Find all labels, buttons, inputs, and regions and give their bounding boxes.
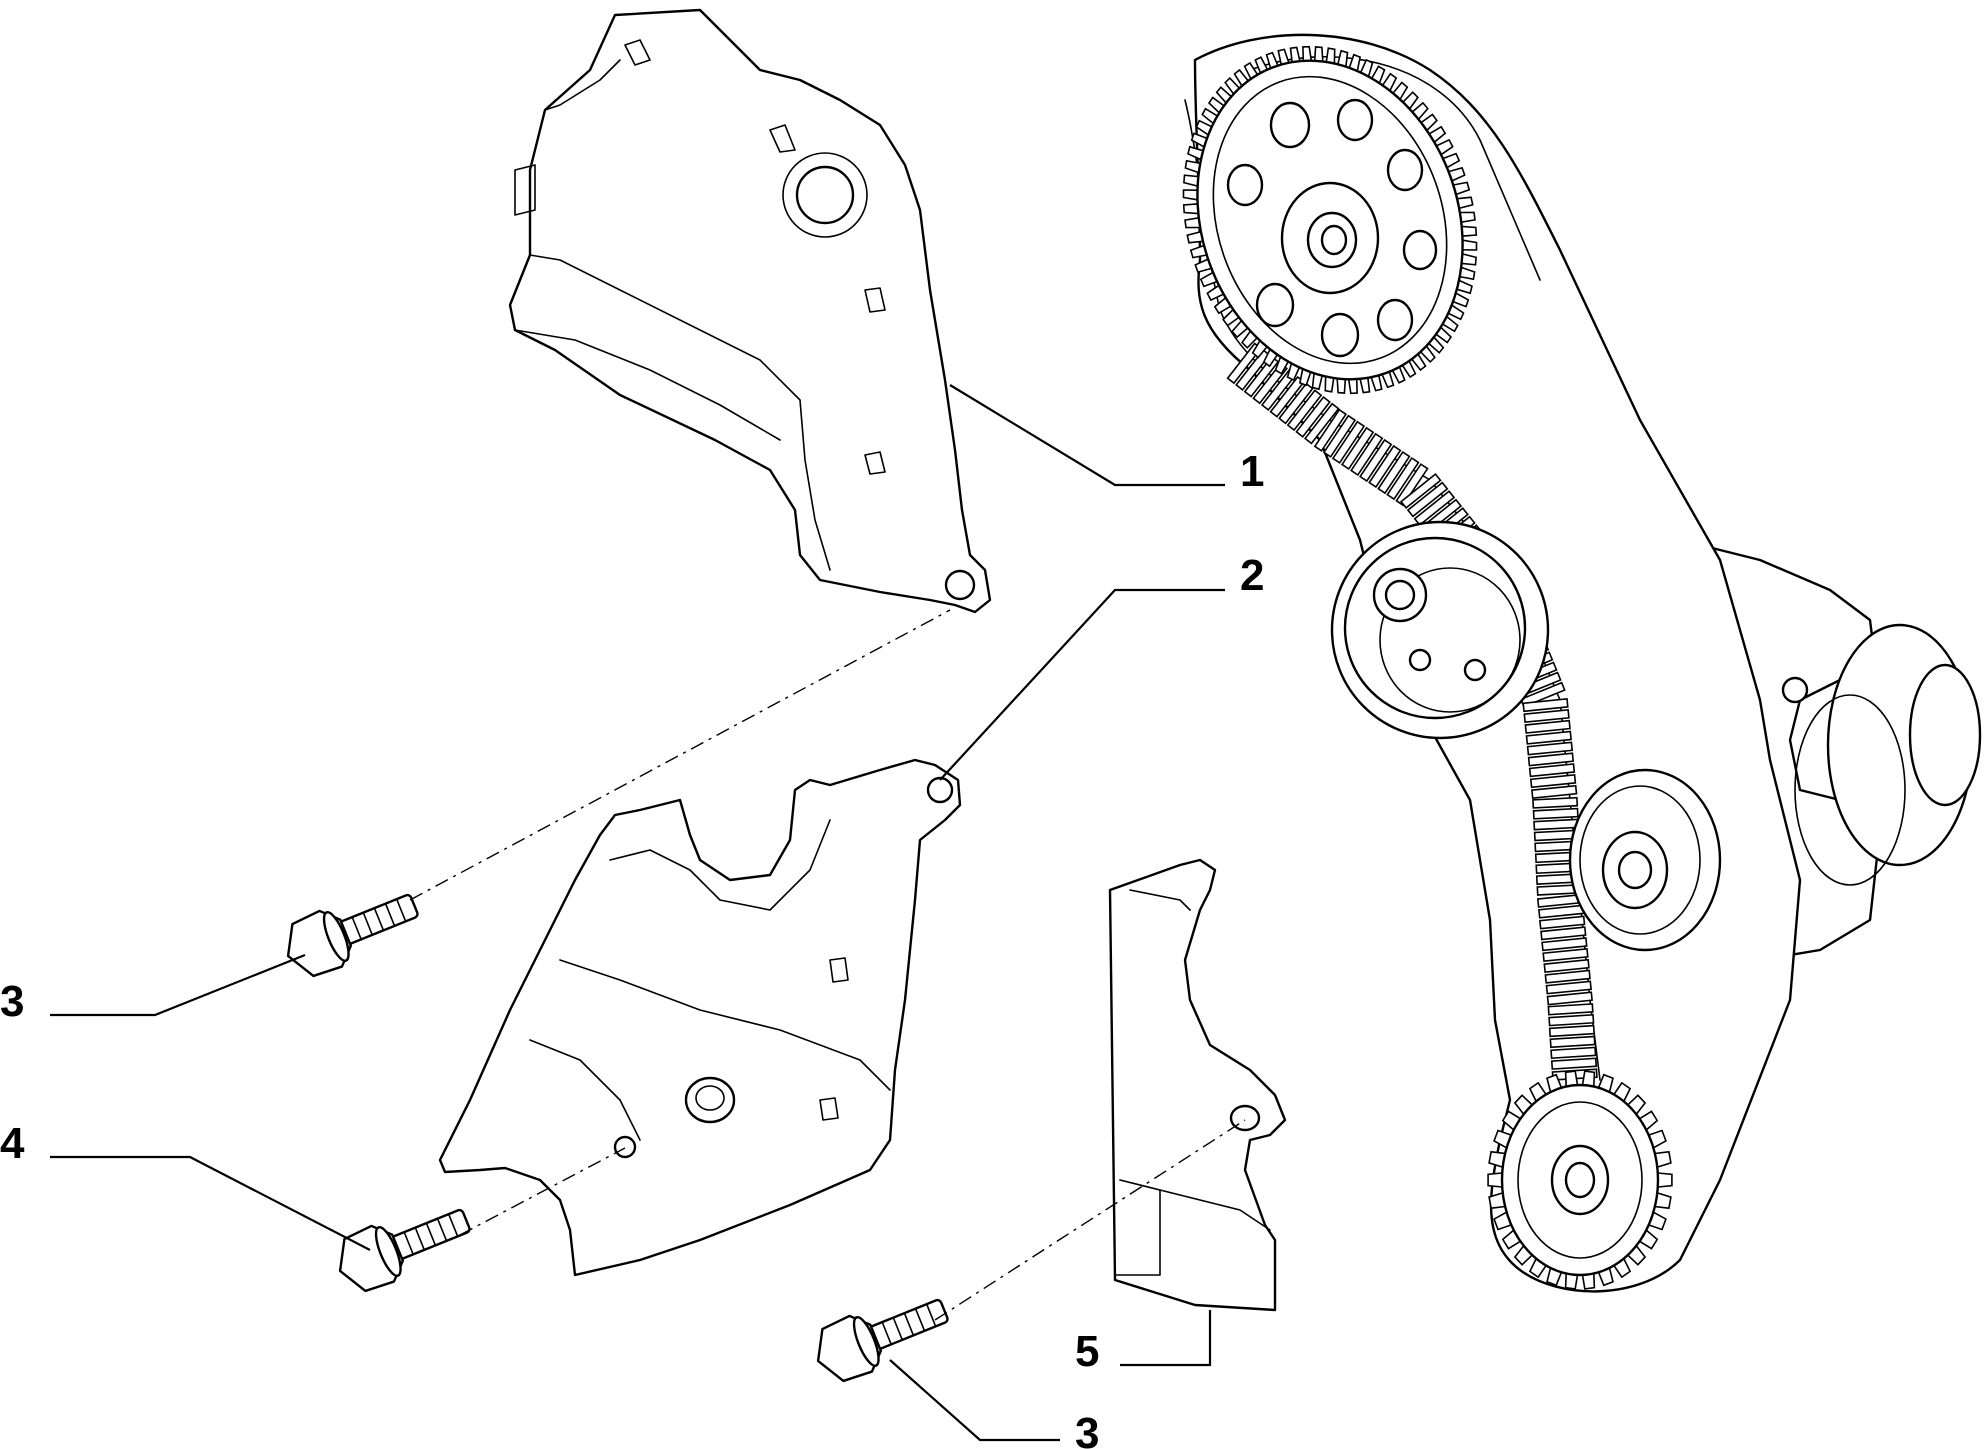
belt-tooth — [1304, 402, 1340, 445]
callout-4: 4 — [0, 1119, 25, 1168]
belt-tooth — [1377, 450, 1411, 495]
timing-belt-assembly — [1182, 33, 1982, 1293]
callout-3-lower: 3 — [1075, 1409, 1099, 1449]
camshaft-sprocket — [1182, 45, 1478, 395]
belt-tensioner — [1330, 520, 1550, 740]
camshaft-sprocket-tooth — [1461, 239, 1478, 251]
lower-timing-cover — [438, 758, 962, 1277]
leader-5 — [1120, 1310, 1212, 1367]
belt-tooth — [1532, 796, 1579, 809]
belt-tooth — [1529, 774, 1577, 789]
camshaft-sprocket-tooth — [1182, 203, 1200, 215]
belt-tooth — [1542, 947, 1589, 963]
belt-tooth — [1541, 937, 1588, 952]
belt-tooth — [1527, 752, 1575, 767]
belt-tooth — [1331, 420, 1366, 464]
belt-tooth — [1533, 818, 1580, 831]
leader-4 — [50, 1155, 371, 1251]
belt-tooth — [1550, 1046, 1597, 1060]
belt-tooth — [1528, 763, 1576, 778]
camshaft-sprocket-tooth — [1183, 174, 1200, 188]
belt-tooth — [1548, 1013, 1595, 1027]
belt-tooth — [1322, 414, 1357, 458]
camshaft-sprocket-tooth — [1460, 225, 1478, 237]
bolt-4 — [338, 1208, 471, 1293]
idler-pulley — [1568, 768, 1722, 952]
belt-tooth — [1544, 969, 1591, 984]
belt-tooth — [1295, 395, 1331, 438]
belt-tooth — [1313, 408, 1348, 452]
belt-tooth — [1368, 444, 1402, 489]
camshaft-sprocket-tooth — [1302, 45, 1313, 62]
leader-3-upper — [50, 953, 306, 1017]
bolt-3-lower — [816, 1298, 949, 1383]
camshaft-sprocket-tooth — [1182, 189, 1199, 201]
crankshaft-sprocket — [1487, 1070, 1673, 1290]
belt-tooth — [1526, 741, 1574, 756]
bolt-3-upper — [286, 893, 419, 978]
crankshaft-sprocket-tooth — [1487, 1172, 1503, 1188]
belt-tooth — [1386, 456, 1420, 501]
belt-tooth — [1547, 1003, 1594, 1016]
callout-5: 5 — [1075, 1327, 1099, 1376]
upper-timing-cover — [508, 8, 992, 614]
belt-tooth — [1531, 784, 1578, 799]
camshaft-sprocket-tooth — [1313, 46, 1324, 63]
belt-tooth — [1549, 1035, 1596, 1049]
belt-tooth — [1286, 389, 1323, 432]
callout-1: 1 — [1240, 447, 1264, 496]
belt-tooth — [1395, 463, 1429, 507]
belt-tooth — [1546, 991, 1593, 1006]
crank-pulley-face — [1908, 663, 1982, 807]
belt-tooth — [1532, 807, 1579, 820]
belt-tooth — [1523, 708, 1570, 724]
callout-2: 2 — [1240, 551, 1264, 600]
belt-tooth — [1278, 382, 1314, 425]
belt-tooth — [1543, 958, 1590, 973]
belt-tooth — [1340, 426, 1375, 471]
belt-tooth — [1522, 698, 1569, 713]
belt-tooth — [1524, 719, 1571, 734]
belt-tooth — [1359, 438, 1393, 483]
axis-bolt3-to-cover5 — [934, 1119, 1246, 1321]
belt-tooth — [1400, 472, 1442, 510]
belt-tooth — [1525, 730, 1572, 745]
belt-tooth — [1413, 490, 1456, 527]
leader-2 — [939, 588, 1225, 781]
camshaft-sprocket-tooth — [1347, 378, 1358, 395]
belt-tooth — [1406, 481, 1449, 518]
belt-tooth — [1539, 915, 1586, 930]
belt-tooth — [1540, 926, 1587, 941]
belt-tooth — [1548, 1024, 1595, 1038]
side-cover — [1108, 858, 1287, 1312]
belt-tooth — [1350, 432, 1384, 477]
leader-1 — [949, 384, 1225, 487]
belt-tooth — [1550, 1057, 1598, 1070]
camshaft-sprocket-tooth — [1336, 377, 1347, 394]
leader-3-lower — [889, 1359, 1060, 1442]
crankshaft-sprocket-tooth — [1657, 1172, 1673, 1188]
axis-bolt4-to-cover2 — [459, 1147, 626, 1236]
belt-tooth — [1545, 980, 1592, 995]
belt-tooth — [1235, 349, 1271, 391]
callout-3-upper: 3 — [0, 977, 24, 1026]
